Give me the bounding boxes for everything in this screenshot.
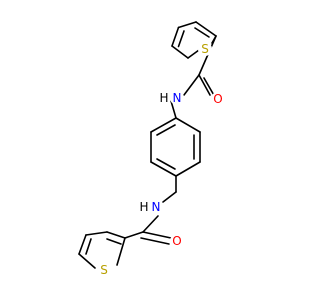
bond-bottom-s-c2 [116,237,126,266]
bond-ring-c3-c4 [175,161,201,177]
bond-top-c3-c4 [171,26,180,47]
bond-ring-c4-c5-inner [156,158,176,170]
bond-carbonyl-o-double [140,237,170,245]
atom-o-top: O [213,92,222,106]
bond-top-carbonyl-o-double [203,77,216,98]
bond-top-c2-c3 [195,21,217,37]
bond-n-carbonyl [142,215,159,233]
atom-n-bottom: N [152,200,161,214]
molecule-canvas: S O N H N H O S [78,21,225,277]
bond-top-c3-c4-inner [177,30,185,48]
bond-ring-c6-c1 [150,117,177,133]
atom-h-bottom: H [139,200,148,214]
bond-ch2-n [162,191,177,203]
bond-bottom-c2-c3-inner [106,238,122,245]
bond-top-c2-c3-inner [194,27,210,38]
bond-top-carbonyl-o [198,74,211,96]
bond-bottom-c3-c4 [85,231,108,236]
molecule-structure: S O N H N H O S [78,21,225,277]
bond-bottom-c4-c5 [78,234,87,255]
bond-top-c4-c5 [171,45,189,59]
bond-bottom-c4-c5-inner [85,238,92,255]
atom-labels: S O N H N H O S [97,42,225,277]
benzene-ring [150,100,201,177]
bond-top-c5-s [187,49,200,59]
bond-ring-c1-c2 [175,117,201,133]
atom-h-top: H [159,91,168,105]
atom-n-top: N [173,91,182,105]
bond-ring-c4-c5 [150,161,177,177]
bottom-amide-group [124,175,177,245]
bond-top-carbonyl-n [183,74,200,96]
bond-ring-c6-c1-inner [156,124,176,136]
bond-top-c3-c3b [177,21,197,29]
atom-s-top: S [201,42,209,56]
bond-n-c1 [170,100,177,119]
atom-o-bottom: O [172,234,181,248]
bond-bottom-c5-s [78,253,96,269]
bond-bottom-c2-c3 [106,231,126,239]
bottom-thiophene-ring [78,231,126,269]
atom-s-bottom: S [100,263,108,277]
bond-carbonyl-o [142,231,172,239]
bond-carbonyl-c2 [124,231,144,239]
